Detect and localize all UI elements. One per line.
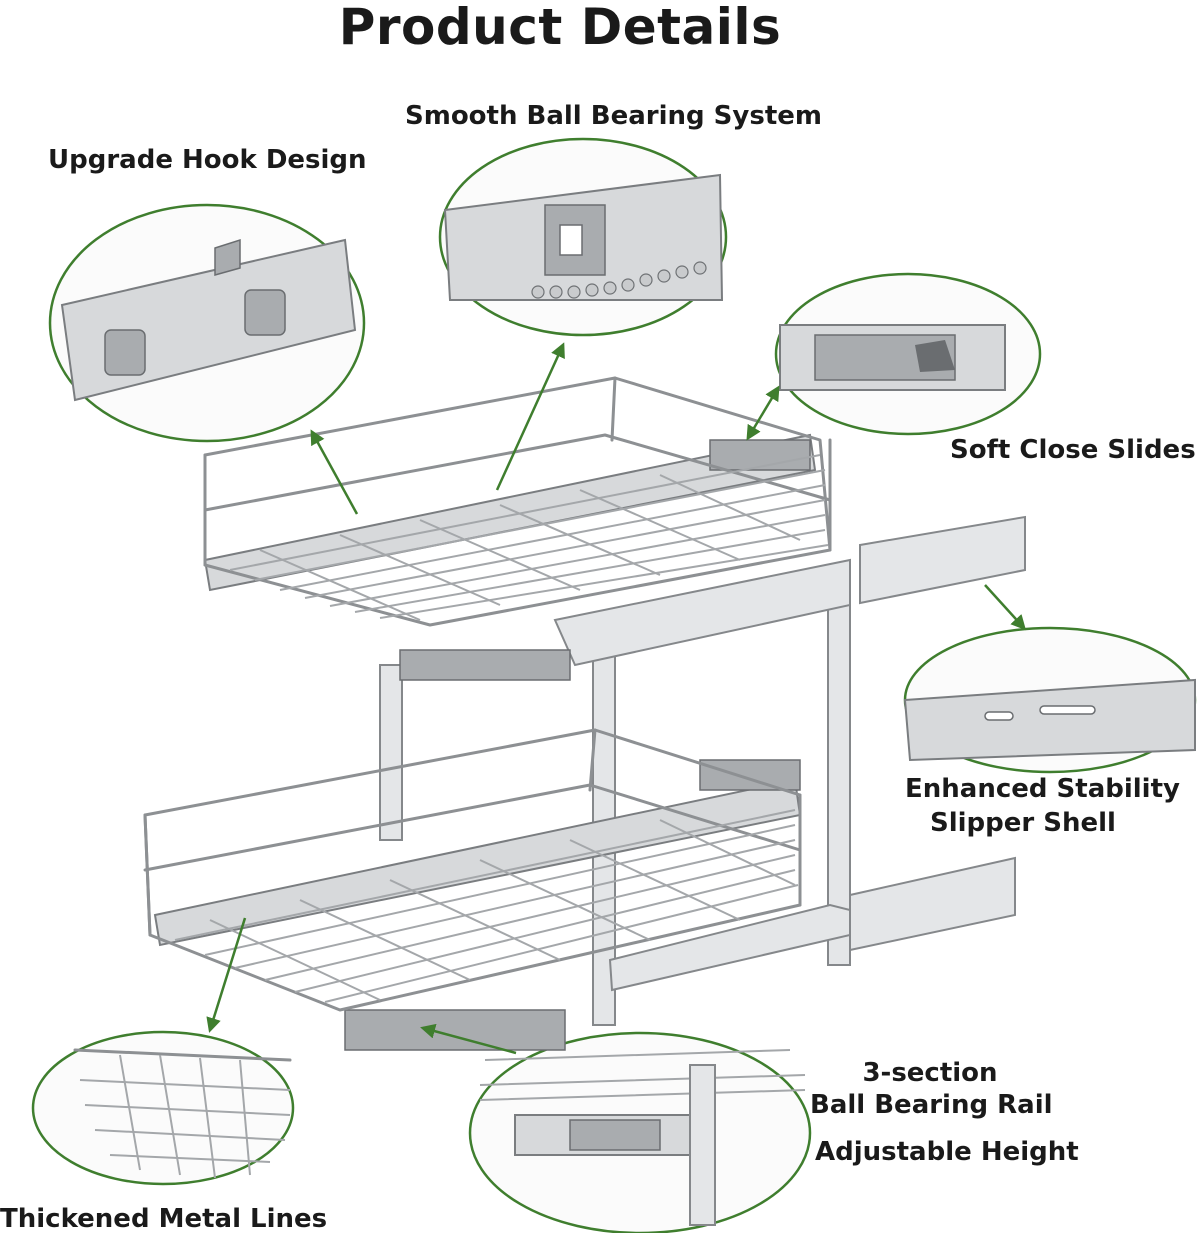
stability-label-line2: Slipper Shell (930, 808, 1116, 838)
hook-detail-circle (48, 203, 366, 443)
rail-label-line1: 3-section (862, 1058, 998, 1088)
left-post (379, 664, 403, 841)
rail-label-line2: Ball Bearing Rail (810, 1090, 1053, 1120)
upper-slipper-shell (859, 515, 1026, 605)
stability-detail-circle (903, 626, 1197, 774)
soft-close-label: Soft Close Slides (950, 435, 1196, 465)
ball-bearing-label: Smooth Ball Bearing System (405, 101, 822, 131)
page-title: Product Details (338, 0, 782, 56)
ball-bearing-detail-circle (438, 137, 728, 337)
soft-close-detail-circle (774, 272, 1042, 436)
hook-design-label: Upgrade Hook Design (48, 145, 367, 175)
adjustable-height-label: Adjustable Height (815, 1137, 1079, 1167)
stability-label-line1: Enhanced Stability (905, 774, 1180, 804)
upper-basket (203, 376, 832, 627)
thickened-lines-detail-circle (31, 1030, 295, 1186)
lower-basket (143, 728, 802, 1012)
lower-slipper-shell (849, 856, 1016, 952)
bearing-balls (531, 261, 707, 299)
pull-out-organizer (143, 376, 1026, 1051)
rail-detail-circle (468, 1031, 812, 1233)
thickened-lines-label: Thickened Metal Lines (0, 1204, 328, 1233)
callout-arrows (206, 342, 1027, 1055)
